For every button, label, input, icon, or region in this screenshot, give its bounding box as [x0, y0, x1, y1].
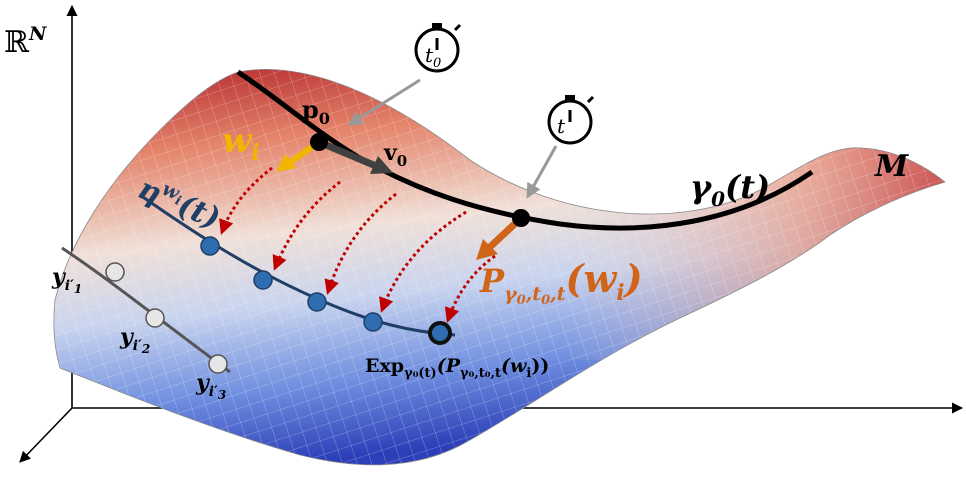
v0-arrowhead	[370, 156, 393, 174]
y-point-2	[145, 308, 165, 328]
eta-point-1	[200, 236, 220, 256]
gamma-t-point	[512, 209, 530, 227]
y-point-3	[208, 354, 228, 374]
p0-point	[310, 133, 328, 151]
eta-point-4	[363, 312, 383, 332]
exp-point	[428, 321, 452, 345]
svg-text:t: t	[557, 114, 566, 138]
y-point-1	[105, 262, 125, 282]
v0-arrow	[317, 138, 378, 170]
manifold-label: M	[874, 149, 909, 184]
geodesic-curve	[236, 69, 814, 231]
depth-axis	[19, 407, 73, 463]
p0-label: p0	[302, 95, 330, 128]
gamma-label: γ0(t)	[690, 168, 770, 211]
y-curve	[61, 246, 231, 374]
w-i-arrowhead	[276, 154, 296, 172]
transported-arrowhead	[476, 239, 498, 260]
exp-label: Expγ₀(t)(Pγ₀,t₀,t(wi))	[365, 355, 549, 381]
timer-t-base: t	[557, 114, 566, 138]
space-label: ℝN	[4, 23, 47, 60]
timer-t0-sub: 0	[433, 56, 441, 71]
eta-point-3	[307, 292, 327, 312]
y-label-1: yi′1	[51, 264, 82, 296]
w-i-label: wi	[222, 121, 260, 166]
svg-text:t0: t0	[425, 43, 441, 71]
stopwatch-t0-icon: t0	[414, 23, 462, 73]
timer-t0-base: t	[425, 43, 434, 67]
y-label-3: yi′3	[195, 370, 226, 402]
y-label-2: yi′2	[119, 324, 150, 356]
eta-point-2	[253, 270, 273, 290]
v0-label: v0	[383, 140, 407, 170]
timer-t0-pointer	[347, 78, 421, 126]
transport-label: Pγ0,t0,t(wi)	[479, 256, 643, 308]
stopwatch-t-icon: t	[547, 95, 595, 145]
transport-arrows	[219, 166, 496, 323]
timer-t-pointer	[526, 145, 558, 199]
